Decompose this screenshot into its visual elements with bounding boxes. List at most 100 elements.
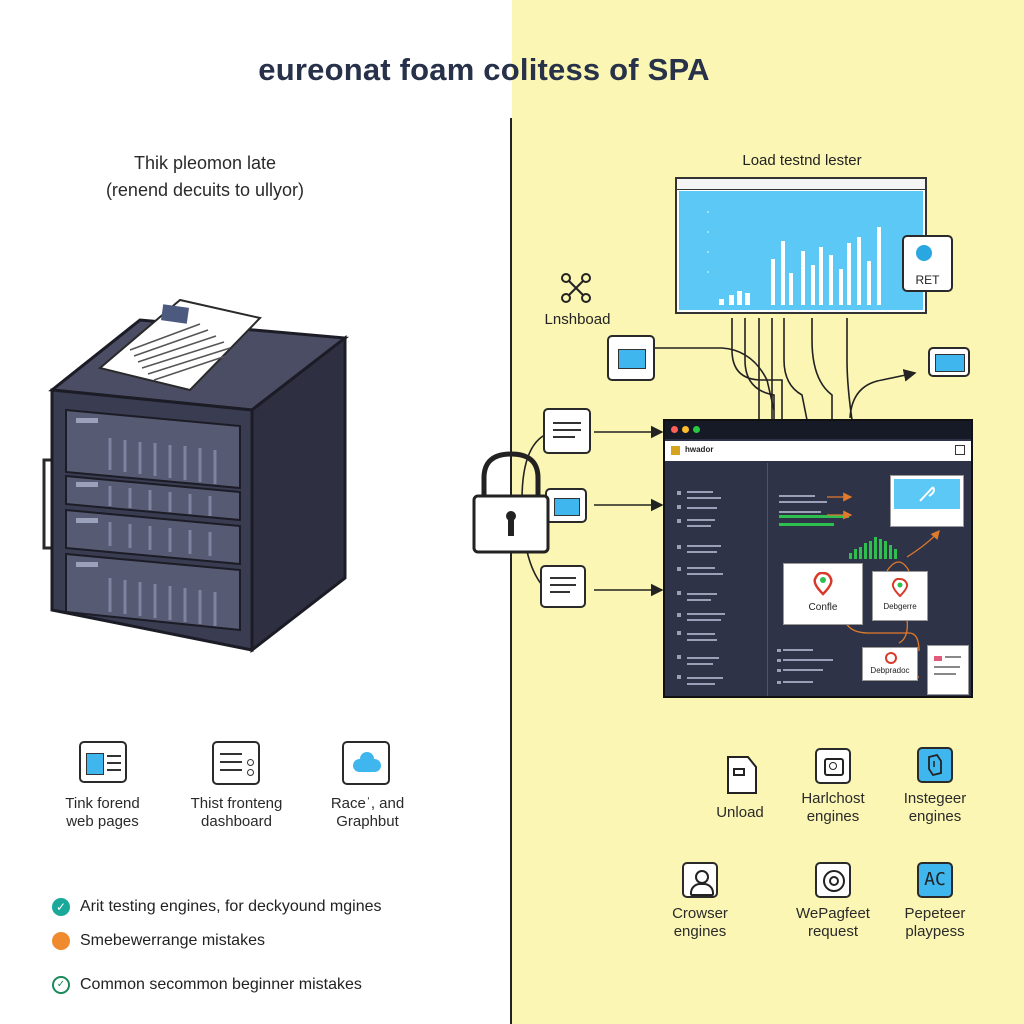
screen-icon-display: [935, 354, 965, 372]
server-rack-illustration: [42, 298, 349, 654]
dashboard-label-line1: Thist fronteng: [190, 795, 283, 812]
user-icon[interactable]: [682, 862, 718, 898]
graph-label-line1: Raceˈ, and: [330, 795, 405, 812]
warning-dot-icon: [52, 932, 70, 950]
chart-area: [679, 191, 923, 310]
check-icon: ✓: [52, 898, 70, 916]
unload-label: Unload: [716, 804, 764, 821]
harlchost-label-line1: Harlchost: [801, 790, 865, 807]
document-icon[interactable]: [724, 755, 760, 795]
dashboard-list-icon[interactable]: [212, 741, 260, 785]
dashboard-tool-label: Lnshboad: [544, 311, 611, 328]
crossed-tools-icon: [561, 273, 591, 303]
harlchost-label: Harlchost engines: [783, 790, 883, 826]
load-test-chart-window: [675, 177, 927, 314]
legend-item-testing-engines: ✓ Arit testing engines, for deckyound mg…: [52, 898, 382, 916]
sidebar-rows: [677, 491, 725, 685]
notes-card[interactable]: [927, 645, 969, 695]
maximize-dot-icon[interactable]: [693, 426, 700, 433]
dashboard-label-line2: dashboard: [201, 813, 272, 830]
config-card[interactable]: Confle: [783, 563, 863, 625]
web-page-icon[interactable]: [79, 741, 127, 783]
tag-icon[interactable]: [917, 747, 953, 783]
left-subtitle-line1: Thik pleomon late: [133, 153, 277, 173]
notes-card-tag: [934, 656, 942, 661]
browser-tab-title[interactable]: hwador: [685, 445, 714, 454]
debugger-card[interactable]: Debgerre: [872, 571, 928, 621]
legend-item-mistakes: Smebewerrange mistakes: [52, 932, 265, 950]
graph-label-line2: Graphbut: [336, 813, 399, 830]
crowser-label: Crowser engines: [650, 905, 750, 941]
graph-label: Raceˈ, and Graphbut: [305, 795, 430, 831]
ac-icon-glyph: AC: [924, 869, 946, 890]
clock-check-icon: ✓: [52, 976, 70, 994]
feather-card[interactable]: [890, 475, 964, 527]
folder-upload-icon-body: [554, 498, 580, 516]
notes-card-line: [934, 666, 960, 668]
user-icon-body: [690, 883, 714, 896]
harlchost-label-line2: engines: [806, 808, 860, 825]
web-pages-label: Tink forend web pages: [40, 795, 165, 831]
connector-lines: [521, 318, 917, 597]
folder-icon-body: [618, 349, 646, 369]
crowser-label-line1: Crowser: [672, 905, 728, 922]
left-subtitle-line2: (renend decuits to ullyor): [105, 180, 305, 200]
wepagfeet-label-line1: WePagfeet: [796, 905, 870, 922]
ret-label: RET: [915, 273, 940, 287]
wepagfeet-label-line2: request: [807, 923, 859, 940]
web-pages-label-line1: Tink forend: [65, 795, 140, 812]
legend-text-beginner-mistakes: Common secommon beginner mistakes: [80, 976, 362, 993]
ret-card[interactable]: RET: [902, 235, 953, 292]
pepeteer-label-line1: Pepeteer: [904, 905, 966, 922]
crowser-label-line2: engines: [673, 923, 727, 940]
user-icon-head: [695, 870, 709, 884]
screen-icon[interactable]: [928, 347, 970, 377]
target-icon-outer: [823, 870, 845, 892]
server-vent-lines: [108, 438, 217, 626]
folder-icon[interactable]: [607, 335, 655, 381]
browser-titlebar: [665, 421, 971, 439]
chart-window-titlebar: [677, 179, 925, 190]
instegeer-label-line1: Instegeer: [903, 790, 967, 807]
page-title: eureonat foam colitess of SPA: [258, 52, 710, 87]
minimize-dot-icon[interactable]: [682, 426, 689, 433]
browser-tab-bar: hwador: [665, 441, 971, 461]
padlock-icon: [472, 451, 550, 554]
paper-image: [161, 304, 189, 324]
debugger-card-label: Debgerre: [883, 602, 917, 611]
center-divider: [510, 118, 512, 1024]
text-document-icon[interactable]: [543, 408, 591, 454]
notes-card-line: [934, 673, 956, 675]
wepagfeet-label: WePagfeet request: [778, 905, 888, 941]
legend-text-testing-engines: Arit testing engines, for deckyound mgin…: [80, 898, 382, 915]
monitor-icon[interactable]: [815, 748, 851, 784]
cloud-icon[interactable]: [342, 741, 390, 785]
debpradoc-card-label: Debpradoc: [870, 666, 910, 675]
close-dot-icon[interactable]: [671, 426, 678, 433]
paper-document-icon: [97, 298, 262, 392]
monitor-icon-lens: [829, 762, 837, 770]
monitor-icon-screen: [824, 758, 844, 776]
browser-window: hwador: [663, 419, 973, 698]
tab-window-icon[interactable]: [955, 445, 965, 455]
dashboard-label: Thist fronteng dashboard: [170, 795, 303, 831]
browser-sidebar: [665, 463, 768, 696]
debpradoc-card-icon: [885, 652, 897, 664]
debpradoc-card[interactable]: Debpradoc: [862, 647, 918, 681]
target-icon[interactable]: [815, 862, 851, 898]
target-icon-inner: [829, 876, 839, 886]
legend-text-mistakes: Smebewerrange mistakes: [80, 932, 265, 949]
list-document-icon[interactable]: [540, 565, 586, 608]
left-subtitle: Thik pleomon late (renend decuits to ull…: [60, 150, 350, 204]
bar-chart: [707, 211, 881, 305]
tag-icon-glyph: [928, 753, 942, 777]
feather-icon: [919, 486, 935, 502]
ac-icon[interactable]: AC: [917, 862, 953, 898]
tab-favicon-icon: [671, 446, 680, 455]
instegeer-label: Instegeer engines: [885, 790, 985, 826]
load-tester-label: Load testnd lester: [742, 152, 862, 169]
server-bay-handles: [76, 418, 98, 567]
paper-text-lines: [129, 323, 231, 381]
location-pin-icon: [813, 572, 833, 596]
legend-item-beginner-mistakes: ✓ Common secommon beginner mistakes: [52, 976, 362, 994]
